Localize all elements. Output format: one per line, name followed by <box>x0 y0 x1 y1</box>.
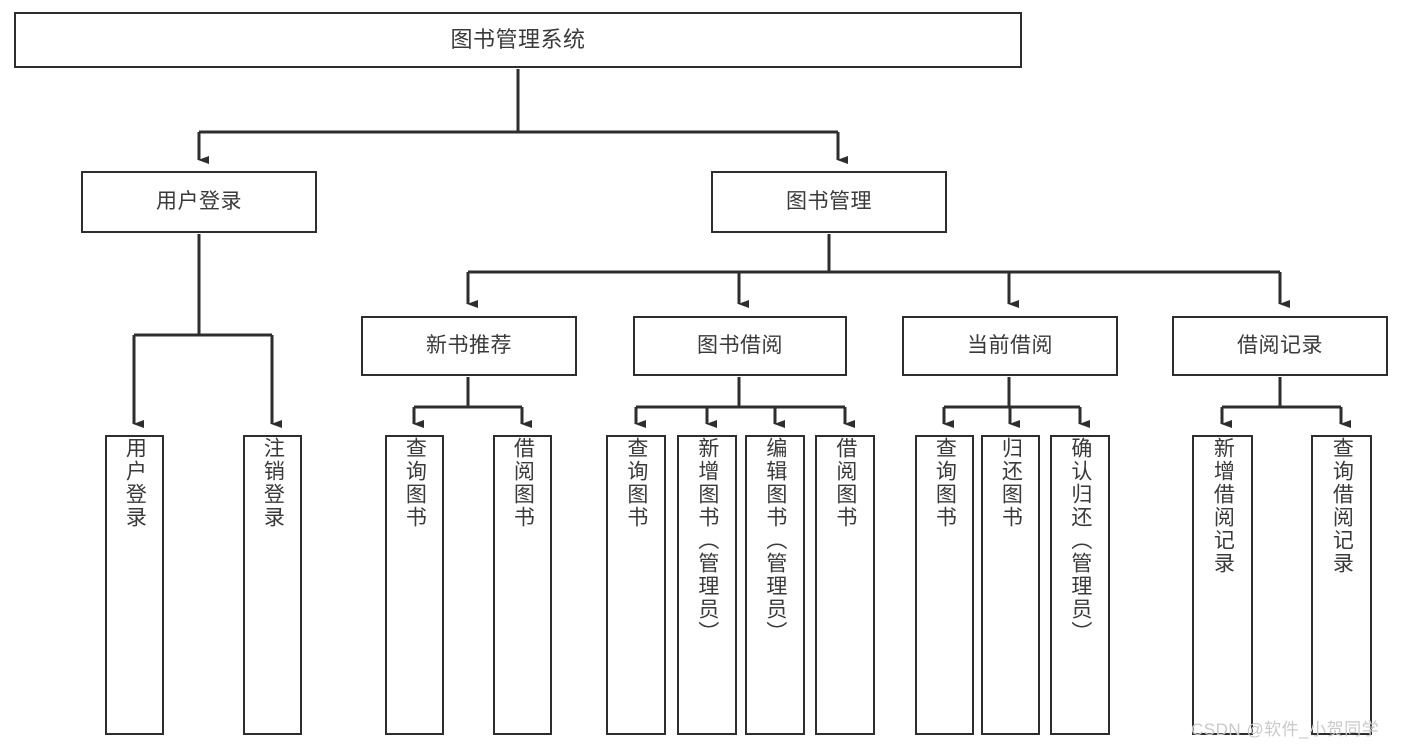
node-leaf-user-logout-label: 注销登录 <box>261 437 285 529</box>
node-new-book-recommend[interactable]: 新书推荐 <box>361 316 577 376</box>
node-leaf-user-logout[interactable]: 注销登录 <box>243 435 302 735</box>
node-leaf-user-login-label: 用户登录 <box>123 437 147 529</box>
node-leaf-query-record-label: 查询借阅记录 <box>1330 437 1354 575</box>
node-leaf-query-book-1-label: 查询图书 <box>403 437 427 529</box>
node-current-borrow[interactable]: 当前借阅 <box>902 316 1118 376</box>
node-leaf-borrow-book-1-label: 借阅图书 <box>511 437 535 529</box>
node-leaf-add-record-label: 新增借阅记录 <box>1211 437 1235 575</box>
node-leaf-query-record[interactable]: 查询借阅记录 <box>1311 435 1372 735</box>
node-new-book-recommend-label: 新书推荐 <box>426 334 512 358</box>
node-leaf-query-book-3[interactable]: 查询图书 <box>915 435 974 735</box>
node-leaf-borrow-book-2-label: 借阅图书 <box>833 437 857 529</box>
node-current-borrow-label: 当前借阅 <box>967 334 1053 358</box>
node-leaf-borrow-book-1[interactable]: 借阅图书 <box>493 435 552 735</box>
node-leaf-confirm-return-label: 确认归还（管理员） <box>1068 437 1092 644</box>
node-leaf-query-book-2-label: 查询图书 <box>624 437 648 529</box>
node-leaf-add-book-label: 新增图书（管理员） <box>695 437 719 644</box>
node-leaf-query-book-3-label: 查询图书 <box>933 437 957 529</box>
node-root-label: 图书管理系统 <box>450 26 586 52</box>
node-root[interactable]: 图书管理系统 <box>14 12 1022 68</box>
node-leaf-borrow-book-2[interactable]: 借阅图书 <box>815 435 875 735</box>
node-leaf-confirm-return[interactable]: 确认归还（管理员） <box>1050 435 1110 735</box>
node-book-borrow[interactable]: 图书借阅 <box>633 316 847 376</box>
node-user-login-label: 用户登录 <box>156 190 242 214</box>
node-leaf-return-book-label: 归还图书 <box>999 437 1023 529</box>
node-leaf-edit-book-label: 编辑图书（管理员） <box>763 437 787 644</box>
node-leaf-query-book-1[interactable]: 查询图书 <box>385 435 444 735</box>
node-leaf-add-record[interactable]: 新增借阅记录 <box>1192 435 1253 735</box>
node-user-login[interactable]: 用户登录 <box>81 171 317 233</box>
node-borrow-record[interactable]: 借阅记录 <box>1172 316 1388 376</box>
node-book-manage[interactable]: 图书管理 <box>711 171 947 233</box>
node-book-manage-label: 图书管理 <box>786 190 872 214</box>
node-borrow-record-label: 借阅记录 <box>1237 334 1323 358</box>
node-leaf-user-login[interactable]: 用户登录 <box>105 435 164 735</box>
node-leaf-return-book[interactable]: 归还图书 <box>981 435 1040 735</box>
node-leaf-add-book[interactable]: 新增图书（管理员） <box>677 435 737 735</box>
node-book-borrow-label: 图书借阅 <box>697 334 783 358</box>
node-leaf-query-book-2[interactable]: 查询图书 <box>606 435 666 735</box>
node-leaf-edit-book[interactable]: 编辑图书（管理员） <box>745 435 805 735</box>
csdn-watermark: CSDN @软件_小贺同学 <box>1191 720 1380 739</box>
